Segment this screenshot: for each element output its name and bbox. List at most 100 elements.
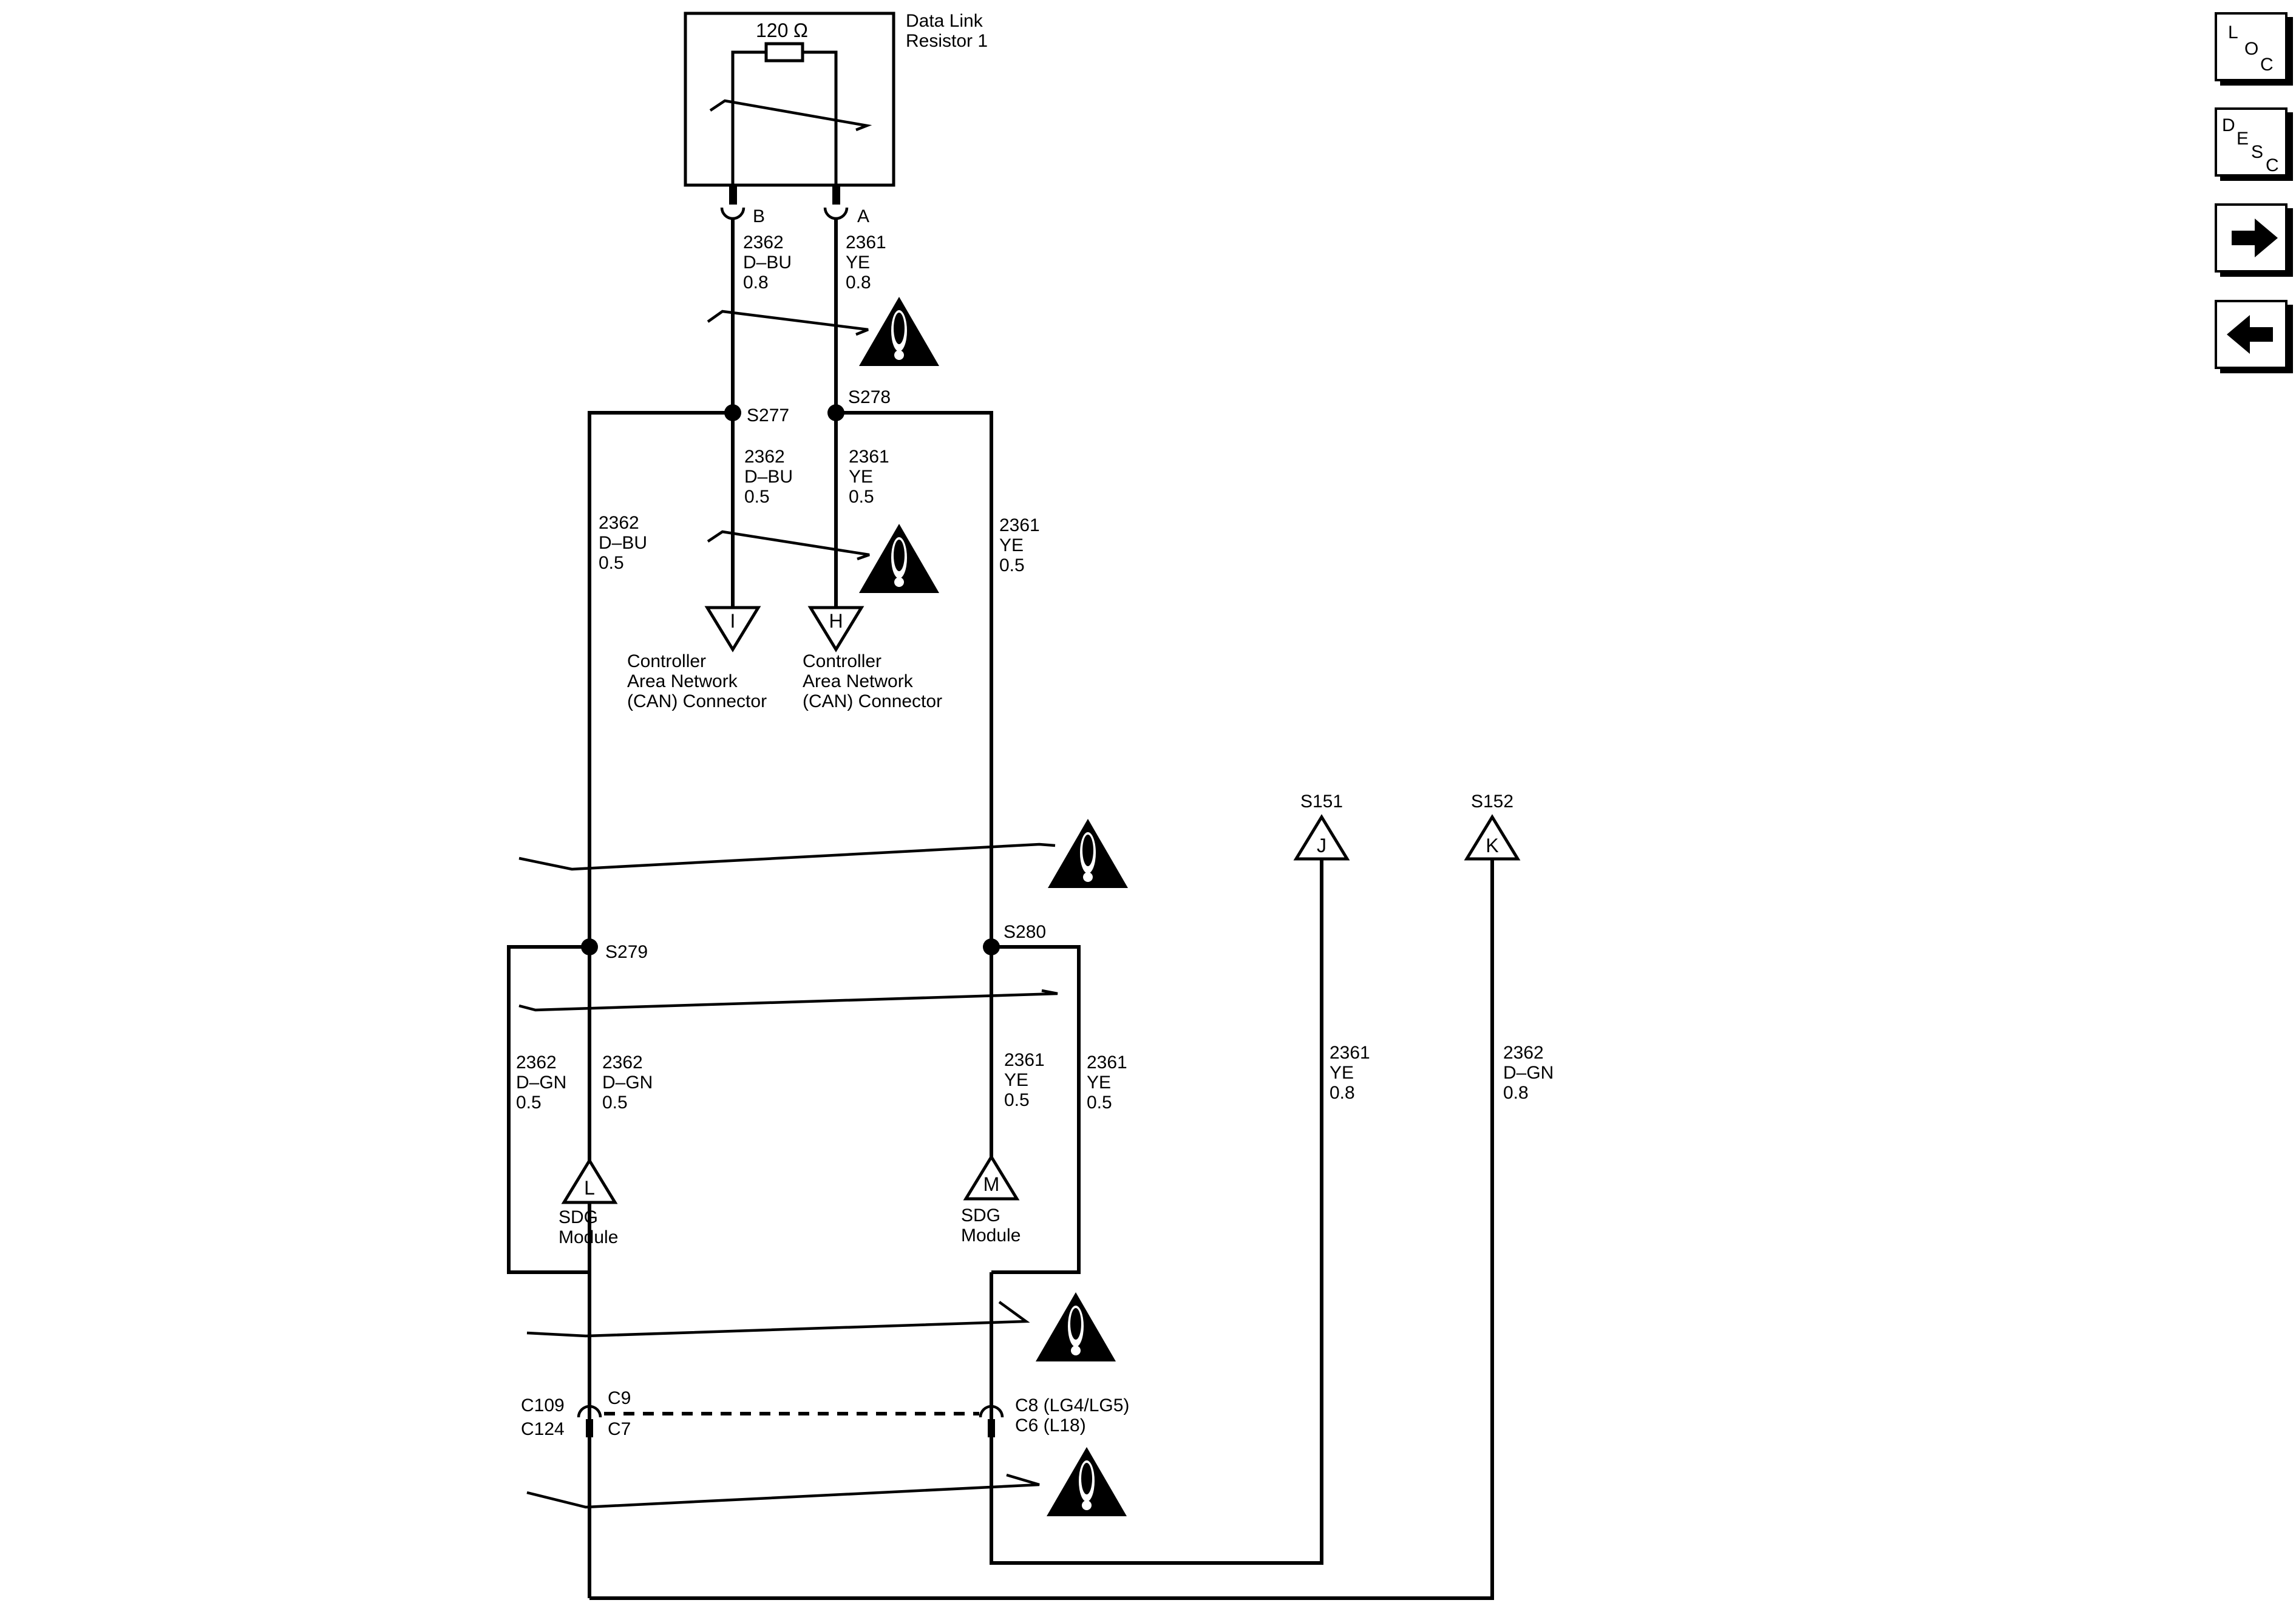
splice-s278-dot — [827, 404, 844, 421]
svg-text:K: K — [1486, 835, 1498, 856]
arrow-right-icon — [2232, 219, 2278, 257]
svg-text:L: L — [2228, 22, 2238, 42]
svg-text:Controller: Controller — [627, 651, 706, 671]
svg-text:B: B — [753, 206, 765, 226]
sdg-module-l: L SDG Module — [559, 1158, 618, 1247]
wire-network — [507, 219, 1494, 1600]
svg-text:0.5: 0.5 — [849, 487, 874, 507]
ohm-symbol: Ω — [793, 19, 808, 41]
splice-s279-dot — [581, 938, 598, 955]
svg-text:D–BU: D–BU — [743, 253, 792, 273]
warning-triangle-icon — [1036, 1292, 1116, 1361]
svg-text:O: O — [2244, 39, 2258, 59]
svg-text:H: H — [829, 610, 843, 632]
svg-text:L: L — [584, 1177, 595, 1199]
svg-text:2362: 2362 — [1503, 1043, 1544, 1063]
svg-text:D–BU: D–BU — [599, 533, 647, 553]
svg-text:C6 (L18): C6 (L18) — [1015, 1415, 1086, 1436]
break-lines — [518, 310, 1058, 1509]
svg-text:C7: C7 — [608, 1419, 631, 1439]
svg-text:YE: YE — [849, 467, 873, 487]
splice-s279-label: S279 — [605, 942, 648, 962]
svg-text:0.5: 0.5 — [516, 1093, 542, 1113]
svg-text:Area Network: Area Network — [803, 671, 914, 691]
svg-text:0.5: 0.5 — [602, 1093, 628, 1113]
sdg-module-m: M SDG Module — [961, 1154, 1021, 1246]
svg-text:2361: 2361 — [846, 232, 886, 253]
wire-label-mid-ye: 2361 YE 0.5 — [849, 447, 889, 507]
wire-label-left-dbu: 2362 D–BU 0.5 — [599, 513, 647, 573]
wire-label-far-right-ye: 2361 YE 0.5 — [1087, 1053, 1127, 1113]
loc-button[interactable]: L O C — [2215, 12, 2293, 86]
svg-text:M: M — [983, 1173, 1000, 1195]
svg-text:D: D — [2222, 115, 2235, 135]
resistor-name-line2: Resistor 1 — [906, 31, 988, 51]
svg-text:0.8: 0.8 — [846, 273, 871, 293]
svg-text:2361: 2361 — [1004, 1050, 1045, 1070]
svg-text:Area Network: Area Network — [627, 671, 738, 691]
svg-text:2362: 2362 — [602, 1053, 643, 1073]
svg-text:2362: 2362 — [516, 1053, 557, 1073]
wire-label-k-dgn: 2362 D–GN 0.8 — [1503, 1043, 1554, 1103]
warning-triangle-icon — [859, 297, 939, 366]
warning-triangle-icon — [1048, 819, 1128, 888]
svg-text:SDG: SDG — [559, 1207, 598, 1227]
svg-text:D–BU: D–BU — [744, 467, 793, 487]
svg-text:2362: 2362 — [744, 447, 785, 467]
terminal-b: B — [720, 185, 765, 226]
resistor-value: 120 — [756, 19, 788, 41]
splice-s280-label: S280 — [1004, 922, 1046, 942]
can-connector-i-label: Controller Area Network (CAN) Connector — [627, 651, 767, 711]
wire-label-top-ye: 2361 YE 0.8 — [846, 232, 886, 293]
svg-text:S151: S151 — [1300, 792, 1343, 812]
can-connector-i: I — [704, 606, 761, 653]
svg-text:YE: YE — [999, 535, 1024, 555]
svg-text:2361: 2361 — [1330, 1043, 1370, 1063]
wire-label-right-ye2: 2361 YE 0.5 — [1004, 1050, 1045, 1110]
svg-text:Module: Module — [559, 1227, 618, 1247]
svg-text:0.8: 0.8 — [1503, 1083, 1529, 1103]
svg-text:(CAN) Connector: (CAN) Connector — [803, 691, 942, 711]
wire-label-left-dgn: 2362 D–GN 0.5 — [602, 1053, 653, 1113]
svg-text:Controller: Controller — [803, 651, 881, 671]
svg-text:Module: Module — [961, 1225, 1021, 1246]
connector-c8-c6: C8 (LG4/LG5) C6 (L18) — [979, 1395, 1129, 1437]
svg-text:YE: YE — [1087, 1073, 1111, 1093]
data-link-resistor: 120 Ω — [684, 12, 895, 187]
svg-text:SDG: SDG — [961, 1205, 1000, 1225]
svg-text:YE: YE — [1330, 1063, 1354, 1083]
wire-label-j-ye: 2361 YE 0.8 — [1330, 1043, 1370, 1103]
warning-triangle-icon — [1047, 1447, 1127, 1516]
svg-text:J: J — [1317, 835, 1326, 856]
svg-text:2361: 2361 — [849, 447, 889, 467]
svg-text:D–GN: D–GN — [602, 1073, 653, 1093]
svg-text:YE: YE — [846, 253, 870, 273]
svg-text:C8 (LG4/LG5): C8 (LG4/LG5) — [1015, 1395, 1129, 1415]
back-button[interactable] — [2215, 300, 2293, 373]
splice-s277-label: S277 — [747, 405, 789, 425]
wire-label-far-left-dgn: 2362 D–GN 0.5 — [516, 1053, 566, 1113]
svg-text:C124: C124 — [521, 1419, 565, 1439]
svg-text:2362: 2362 — [743, 232, 784, 253]
arrow-left-icon — [2227, 315, 2273, 354]
svg-text:0.5: 0.5 — [1004, 1090, 1030, 1110]
svg-text:0.5: 0.5 — [999, 555, 1025, 575]
can-connector-h-label: Controller Area Network (CAN) Connector — [803, 651, 942, 711]
splice-s277-dot — [724, 404, 741, 421]
svg-text:S152: S152 — [1471, 792, 1513, 812]
svg-text:0.5: 0.5 — [744, 487, 770, 507]
svg-text:(CAN) Connector: (CAN) Connector — [627, 691, 767, 711]
svg-text:A: A — [857, 206, 869, 226]
svg-text:C: C — [2260, 55, 2274, 75]
svg-text:2361: 2361 — [1087, 1053, 1127, 1073]
forward-button[interactable] — [2215, 203, 2293, 277]
svg-text:D–GN: D–GN — [516, 1073, 566, 1093]
svg-text:C: C — [2266, 155, 2279, 175]
svg-text:0.8: 0.8 — [743, 273, 769, 293]
svg-text:0.8: 0.8 — [1330, 1083, 1355, 1103]
resistor-name-line1: Data Link — [906, 11, 983, 31]
svg-text:S: S — [2251, 142, 2263, 162]
desc-button[interactable]: D E S C — [2215, 107, 2293, 181]
svg-text:D–GN: D–GN — [1503, 1063, 1554, 1083]
